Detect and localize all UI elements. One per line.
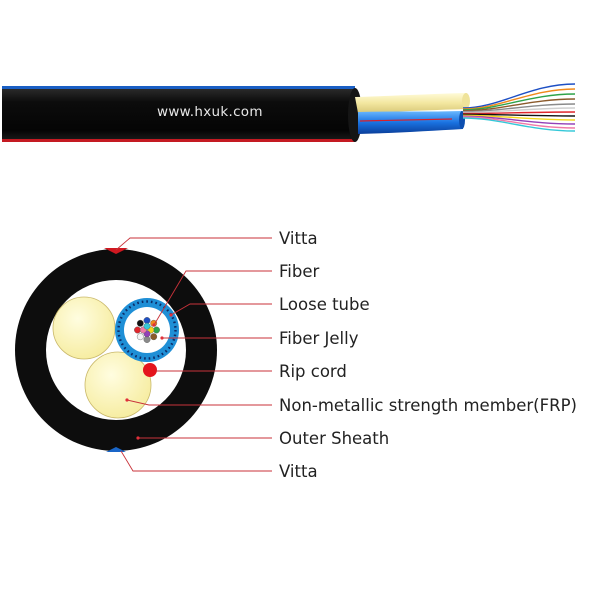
fiber-dot-4 bbox=[150, 333, 158, 341]
rip-cord-dot bbox=[143, 363, 157, 377]
fanout-fiber-6 bbox=[462, 107, 576, 114]
endpoint-fiber bbox=[152, 323, 156, 327]
label-outer-sheath: Outer Sheath bbox=[279, 429, 390, 448]
fanout-fiber-3 bbox=[462, 93, 576, 111]
fanout-fiber-1 bbox=[462, 83, 576, 109]
loose-tube-side bbox=[358, 111, 463, 134]
leader-endpoints bbox=[125, 313, 173, 440]
fanout-fiber-8 bbox=[462, 113, 576, 117]
fiber-dot-3 bbox=[153, 326, 160, 334]
website-label: www.hxuk.com bbox=[157, 104, 263, 120]
aramid-yarn bbox=[355, 93, 468, 113]
frp-member-lower bbox=[84, 351, 152, 419]
frp-member-upper bbox=[52, 296, 116, 360]
fiber-fanout bbox=[462, 83, 576, 132]
label-vitta-bottom: Vitta bbox=[279, 462, 318, 481]
cable-outer-sheath bbox=[2, 89, 355, 141]
endpoint-outer-sheath bbox=[136, 436, 140, 440]
fanout-fiber-10 bbox=[462, 115, 576, 125]
fiber-dot-1 bbox=[143, 317, 151, 324]
fanout-fiber-12 bbox=[462, 117, 576, 132]
fiber-dot-6 bbox=[136, 333, 144, 341]
yarn-end bbox=[462, 93, 470, 109]
leader-frp bbox=[126, 399, 272, 406]
label-rip-cord: Rip cord bbox=[279, 362, 347, 381]
label-fiber: Fiber bbox=[279, 262, 320, 281]
leader-loose-tube bbox=[170, 303, 272, 316]
vitta-stripe-blue bbox=[2, 86, 355, 91]
fanout-fiber-11 bbox=[462, 116, 576, 129]
fanout-fiber-2 bbox=[462, 88, 576, 110]
fanout-fiber-9 bbox=[462, 114, 576, 121]
leader-vitta-top bbox=[115, 237, 272, 251]
endpoint-frp bbox=[125, 398, 129, 402]
fiber-dot-8 bbox=[136, 319, 144, 327]
label-vitta-top: Vitta bbox=[279, 229, 318, 248]
endpoint-fiber-jelly bbox=[160, 336, 164, 340]
endpoint-loose-tube bbox=[169, 313, 173, 317]
fiber-dot-5 bbox=[143, 336, 151, 343]
leader-fiber bbox=[153, 270, 272, 326]
cable-side-view bbox=[2, 83, 576, 142]
leader-lines bbox=[115, 237, 272, 472]
fanout-fiber-5 bbox=[462, 103, 576, 113]
vitta-marker-bottom bbox=[106, 447, 126, 452]
vitta-marker-top bbox=[104, 248, 128, 254]
leader-vitta-bottom bbox=[120, 450, 272, 472]
loose-tube-dots bbox=[117, 300, 177, 360]
label-frp: Non-metallic strength member(FRP) bbox=[279, 396, 577, 415]
fiber-dot-12 bbox=[143, 322, 151, 330]
vitta-stripe-red bbox=[2, 139, 355, 142]
cross-section bbox=[15, 248, 217, 452]
fiber-dot-7 bbox=[134, 326, 141, 334]
label-fiber-jelly: Fiber Jelly bbox=[279, 329, 359, 348]
fiber-jelly bbox=[124, 307, 170, 353]
fanout-fiber-7 bbox=[462, 111, 576, 115]
rip-cord-side bbox=[359, 118, 453, 122]
fanout-fiber-4 bbox=[462, 98, 576, 112]
label-loose-tube: Loose tube bbox=[279, 295, 370, 314]
